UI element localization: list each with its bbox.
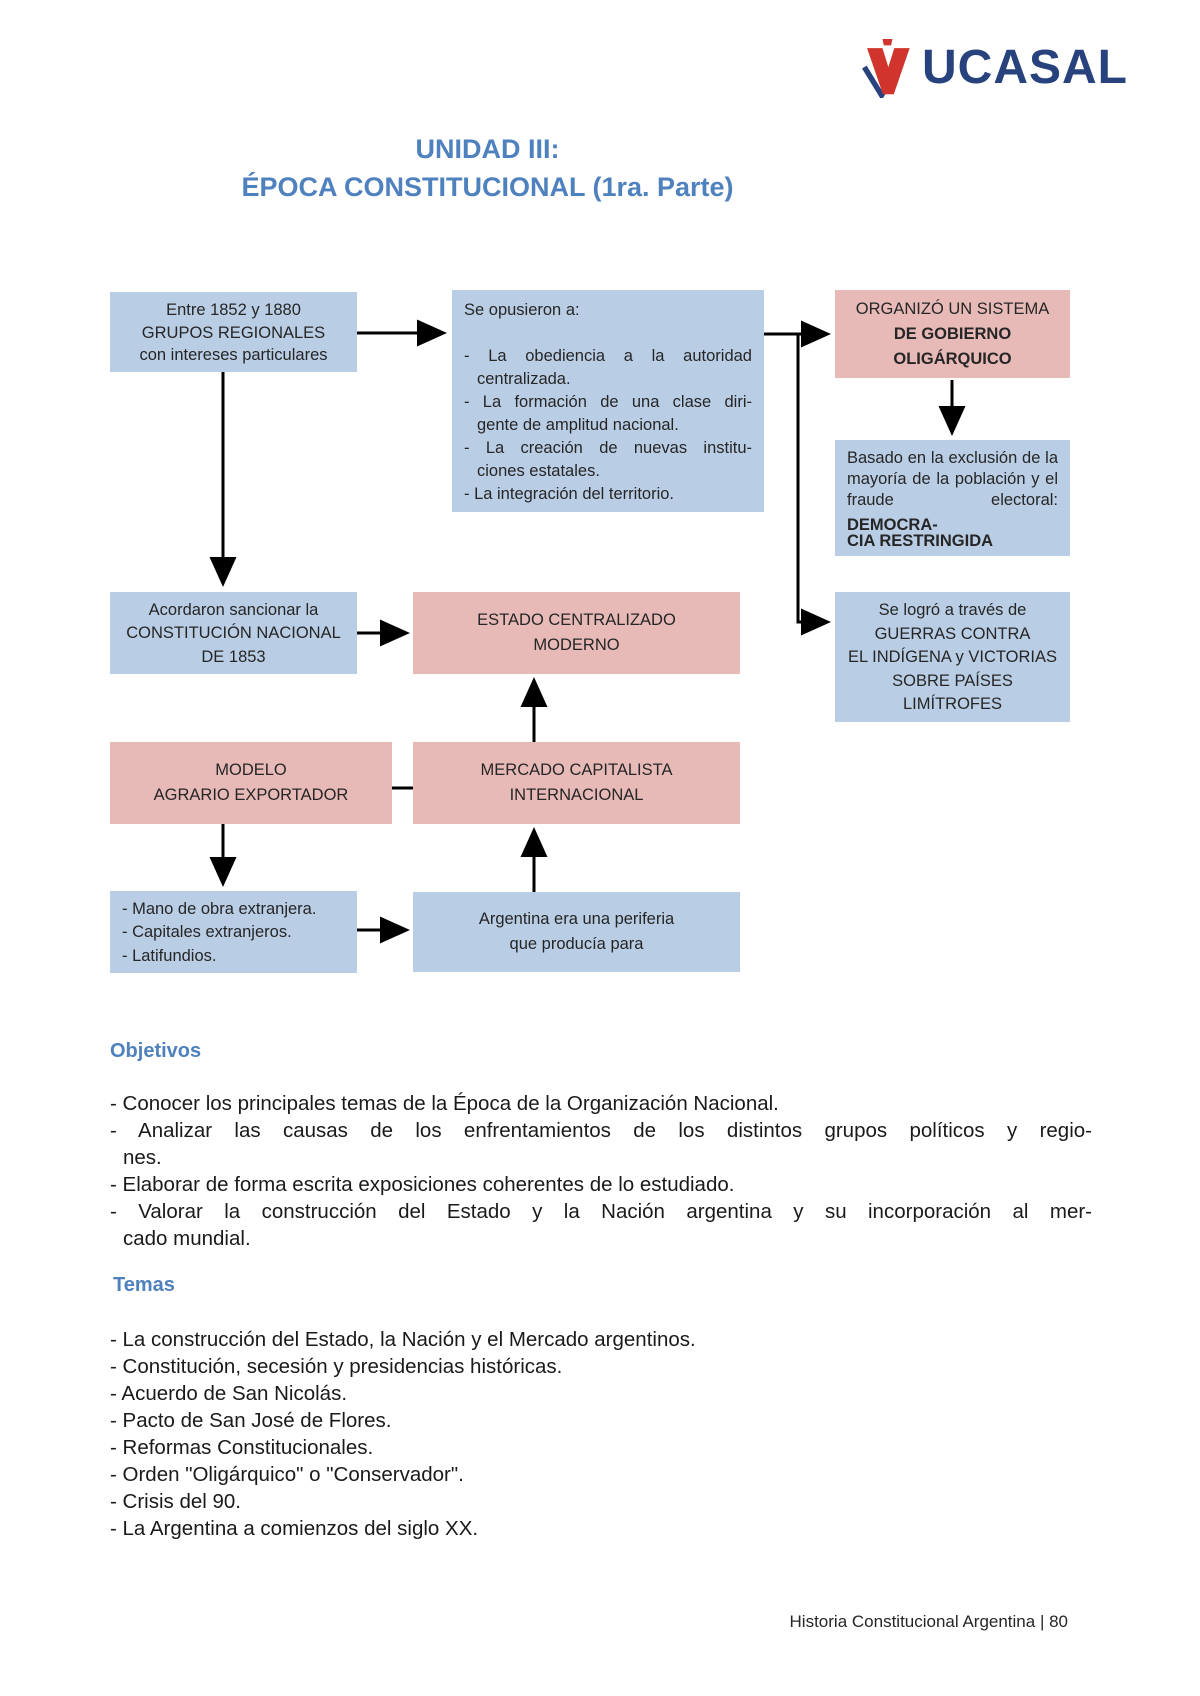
text-line: mayoría de la población y el (847, 469, 1058, 488)
text-line: Basado en la exclusión de la (847, 449, 1058, 467)
box-se-logro-guerras: Se logró a través de GUERRAS CONTRA EL IND… (835, 592, 1070, 722)
text-line: DE 1853 (201, 647, 266, 666)
text-line: - La construcción del Estado, la Nación … (110, 1328, 696, 1351)
text-line: - Elaborar de forma escrita exposiciones… (110, 1173, 735, 1196)
page-title: UNIDAD III: ÉPOCA CONSTITUCIONAL (1ra. P… (100, 130, 875, 206)
text-line: Argentina era una periferia (478, 910, 675, 928)
text-line: fraude electoral: DEMOCRA- (847, 490, 1058, 534)
text-line: - Reformas Constitucionales. (110, 1436, 374, 1459)
text-line: - Capitales extranjeros. (122, 923, 292, 942)
text-line: INTERNACIONAL (509, 786, 644, 804)
text-line: LIMÍTROFES (902, 695, 1002, 714)
objetivos-list: - Conocer los principales temas de la Ép… (110, 1090, 1092, 1252)
text-line: MERCADO CAPITALISTA (480, 761, 673, 779)
text-line: - La obediencia a la autoridad (464, 347, 752, 365)
box-acordaron-constitucion: Acordaron sancionar la CONSTITUCIÓN NACIO… (110, 592, 357, 674)
page-footer: Historia Constitucional Argentina | 80 (789, 1612, 1068, 1631)
box-organizo-sistema: ORGANIZÓ UN SISTEMA DE GOBIERNO OLIGÁRQUIC… (835, 290, 1070, 378)
text-line: - La integración del territorio. (464, 485, 675, 503)
text-line: CONSTITUCIÓN NACIONAL (126, 624, 341, 643)
title-line2: ÉPOCA CONSTITUCIONAL (1ra. Parte) (241, 172, 734, 202)
ucasal-logo-icon (862, 39, 910, 98)
text-line: ORGANIZÓ UN SISTEMA (855, 299, 1050, 318)
text-line: con intereses particulares (139, 346, 328, 365)
text-line: gente de amplitud nacional. (477, 416, 679, 434)
box-se-opusieron: Se opusieron a: - La obediencia a la aut… (452, 290, 764, 512)
logo-crown-shape (882, 39, 893, 46)
box-estado-centralizado: ESTADO CENTRALIZADO MODERNO (413, 592, 740, 674)
text-line: CIA RESTRINGIDA (847, 532, 994, 551)
box-argentina-periferia: Argentina era una periferia que producía … (413, 892, 740, 972)
text-line: - Latifundios. (122, 946, 217, 965)
ucasal-logo: UCASAL (858, 38, 1128, 98)
text-line: centralizada. (477, 370, 571, 388)
text-line: - La formación de una clase diri- (464, 393, 752, 411)
text-line: SOBRE PAÍSES (892, 671, 1013, 690)
box-mercado-capitalista: MERCADO CAPITALISTA INTERNACIONAL (413, 742, 740, 824)
temas-heading: Temas (113, 1274, 175, 1296)
text-line: - Crisis del 90. (110, 1490, 242, 1513)
box-basado-exclusion: Basado en la exclusión de la mayoría de l… (835, 440, 1070, 556)
text-line: OLIGÁRQUICO (893, 349, 1012, 368)
text-line: EL INDÍGENA y VICTORIAS (847, 648, 1058, 667)
text-line: AGRARIO EXPORTADOR (153, 786, 349, 804)
text-line: - La creación de nuevas institu- (464, 439, 752, 457)
objetivos-heading: Objetivos (110, 1040, 202, 1062)
text-line: que producía para (509, 935, 644, 953)
text-line: - Analizar las causas de los enfrentamie… (110, 1119, 1092, 1142)
text-line: cado mundial. (123, 1227, 251, 1250)
box-modelo-agrario: MODELO AGRARIO EXPORTADOR (110, 742, 392, 824)
text-line: - La Argentina a comienzos del siglo XX. (110, 1517, 479, 1540)
box-mano-de-obra: - Mano de obra extranjera. - Capitales ex… (110, 891, 357, 973)
diagram-connectors (209, 319, 966, 944)
text-line: - Valorar la construcción del Estado y l… (110, 1200, 1092, 1223)
title-line1: UNIDAD III: (415, 134, 560, 164)
text-line: - Mano de obra extranjera. (122, 900, 317, 918)
text-line: - Acuerdo de San Nicolás. (110, 1382, 348, 1405)
text-line: DE GOBIERNO (893, 324, 1012, 343)
text-line: Entre 1852 y 1880 (166, 301, 301, 319)
text-line (464, 322, 752, 345)
logo-text: UCASAL (922, 41, 1128, 94)
text-line: MODELO (215, 761, 287, 779)
temas-list: - La construcción del Estado, la Nación … (110, 1326, 1092, 1542)
text-line: nes. (123, 1146, 162, 1169)
text-line: MODERNO (533, 636, 620, 654)
text-line: ESTADO CENTRALIZADO (477, 611, 676, 629)
text-line: ciones estatales. (477, 462, 600, 480)
text-line: GRUPOS REGIONALES (141, 323, 326, 342)
text-line: Acordaron sancionar la (148, 601, 319, 619)
text-line: - Conocer los principales temas de la Ép… (110, 1092, 779, 1115)
text-line: Se logró a través de (878, 601, 1027, 620)
arrow-opusieron-to-logro (796, 335, 831, 636)
text-line: Se opusieron a: (464, 301, 580, 319)
text-line: - Orden "Oligárquico" o "Conservador". (110, 1463, 464, 1486)
text-line: - Pacto de San José de Flores. (110, 1409, 392, 1432)
text-line: GUERRAS CONTRA (874, 624, 1031, 643)
text-line: - Constitución, secesión y presidencias … (110, 1355, 563, 1378)
logo-v-shape (867, 48, 910, 95)
